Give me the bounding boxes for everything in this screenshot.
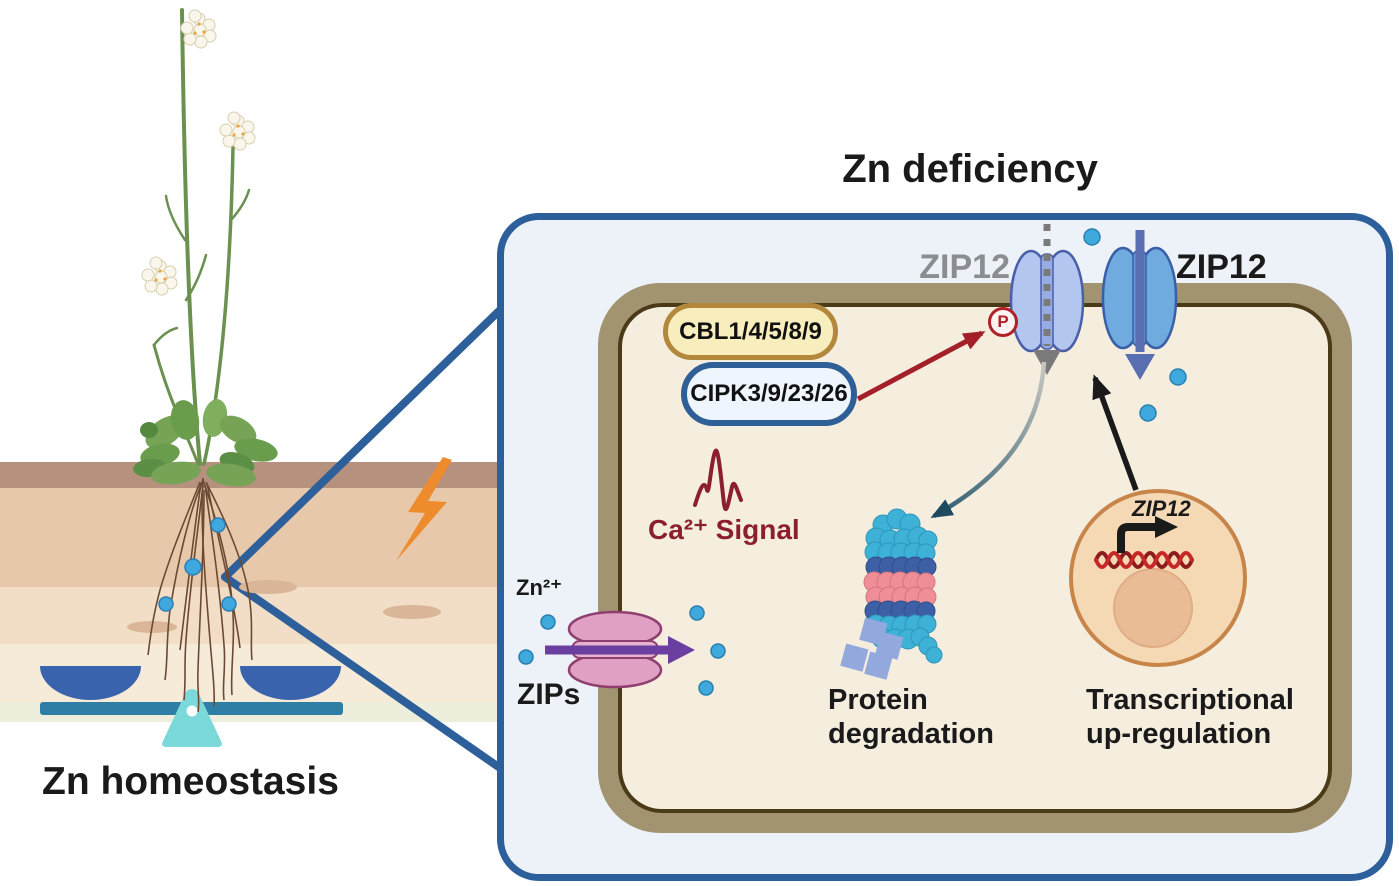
zips-transporter xyxy=(545,610,695,689)
balance-right-bowl xyxy=(240,666,341,700)
zip12-label-left: ZIP12 xyxy=(919,248,1010,286)
zip12-transporter-left xyxy=(1009,224,1085,375)
degradation-arrow xyxy=(930,361,1047,518)
zip12-label-right: ZIP12 xyxy=(1176,248,1267,286)
ca-waveform-icon xyxy=(693,448,743,512)
zinc-influx-arrow xyxy=(545,636,695,664)
rosette-leaves xyxy=(133,399,278,487)
soil-pebble xyxy=(127,580,441,633)
balance-left-bowl xyxy=(40,666,141,700)
zinc-ion-dot xyxy=(518,228,1187,696)
zinc-uptake-arrow xyxy=(1125,230,1155,380)
panel-title: Zn deficiency xyxy=(842,147,1098,191)
flower-cluster xyxy=(141,9,256,296)
cbl-protein-pill: CBL1/4/5/8/9 xyxy=(663,303,838,360)
phospho-badge: P xyxy=(988,307,1018,337)
cipk-protein-pill: CIPK3/9/23/26 xyxy=(681,362,857,426)
zoom-connector-lines xyxy=(221,306,504,772)
ca-signal-label: Ca²⁺ Signal xyxy=(648,514,800,545)
proteasome-icon xyxy=(863,508,943,664)
protein-degradation-label-line2: degradation xyxy=(828,718,994,750)
zips-label: ZIPs xyxy=(517,678,581,711)
upregulation-arrow xyxy=(1092,374,1139,491)
left-caption: Zn homeostasis xyxy=(42,760,339,803)
balance-fulcrum xyxy=(162,689,222,747)
transcription-arrow-icon xyxy=(1117,516,1178,553)
transcription-label-line1: Transcriptional xyxy=(1086,684,1294,716)
nucleus-gene-label: ZIP12 xyxy=(1132,496,1191,521)
lightning-icon xyxy=(396,457,452,561)
protein-degradation-label-line1: Protein xyxy=(828,684,928,716)
dna-icon xyxy=(1094,551,1194,569)
blocked-transport-arrow xyxy=(1033,224,1061,375)
protein-fragments xyxy=(840,617,904,680)
zinc-ion-dot xyxy=(158,517,237,612)
plant-icon xyxy=(133,8,278,713)
nucleolus xyxy=(1113,568,1193,648)
fulcrum-pivot-dot xyxy=(186,705,198,717)
transcription-label-line2: up-regulation xyxy=(1086,718,1272,750)
phosphorylation-arrow xyxy=(856,330,986,402)
balance-scale-icon xyxy=(40,666,343,747)
zn-ion-label: Zn²⁺ xyxy=(516,575,562,600)
zip12-transporter-right xyxy=(1101,230,1178,380)
